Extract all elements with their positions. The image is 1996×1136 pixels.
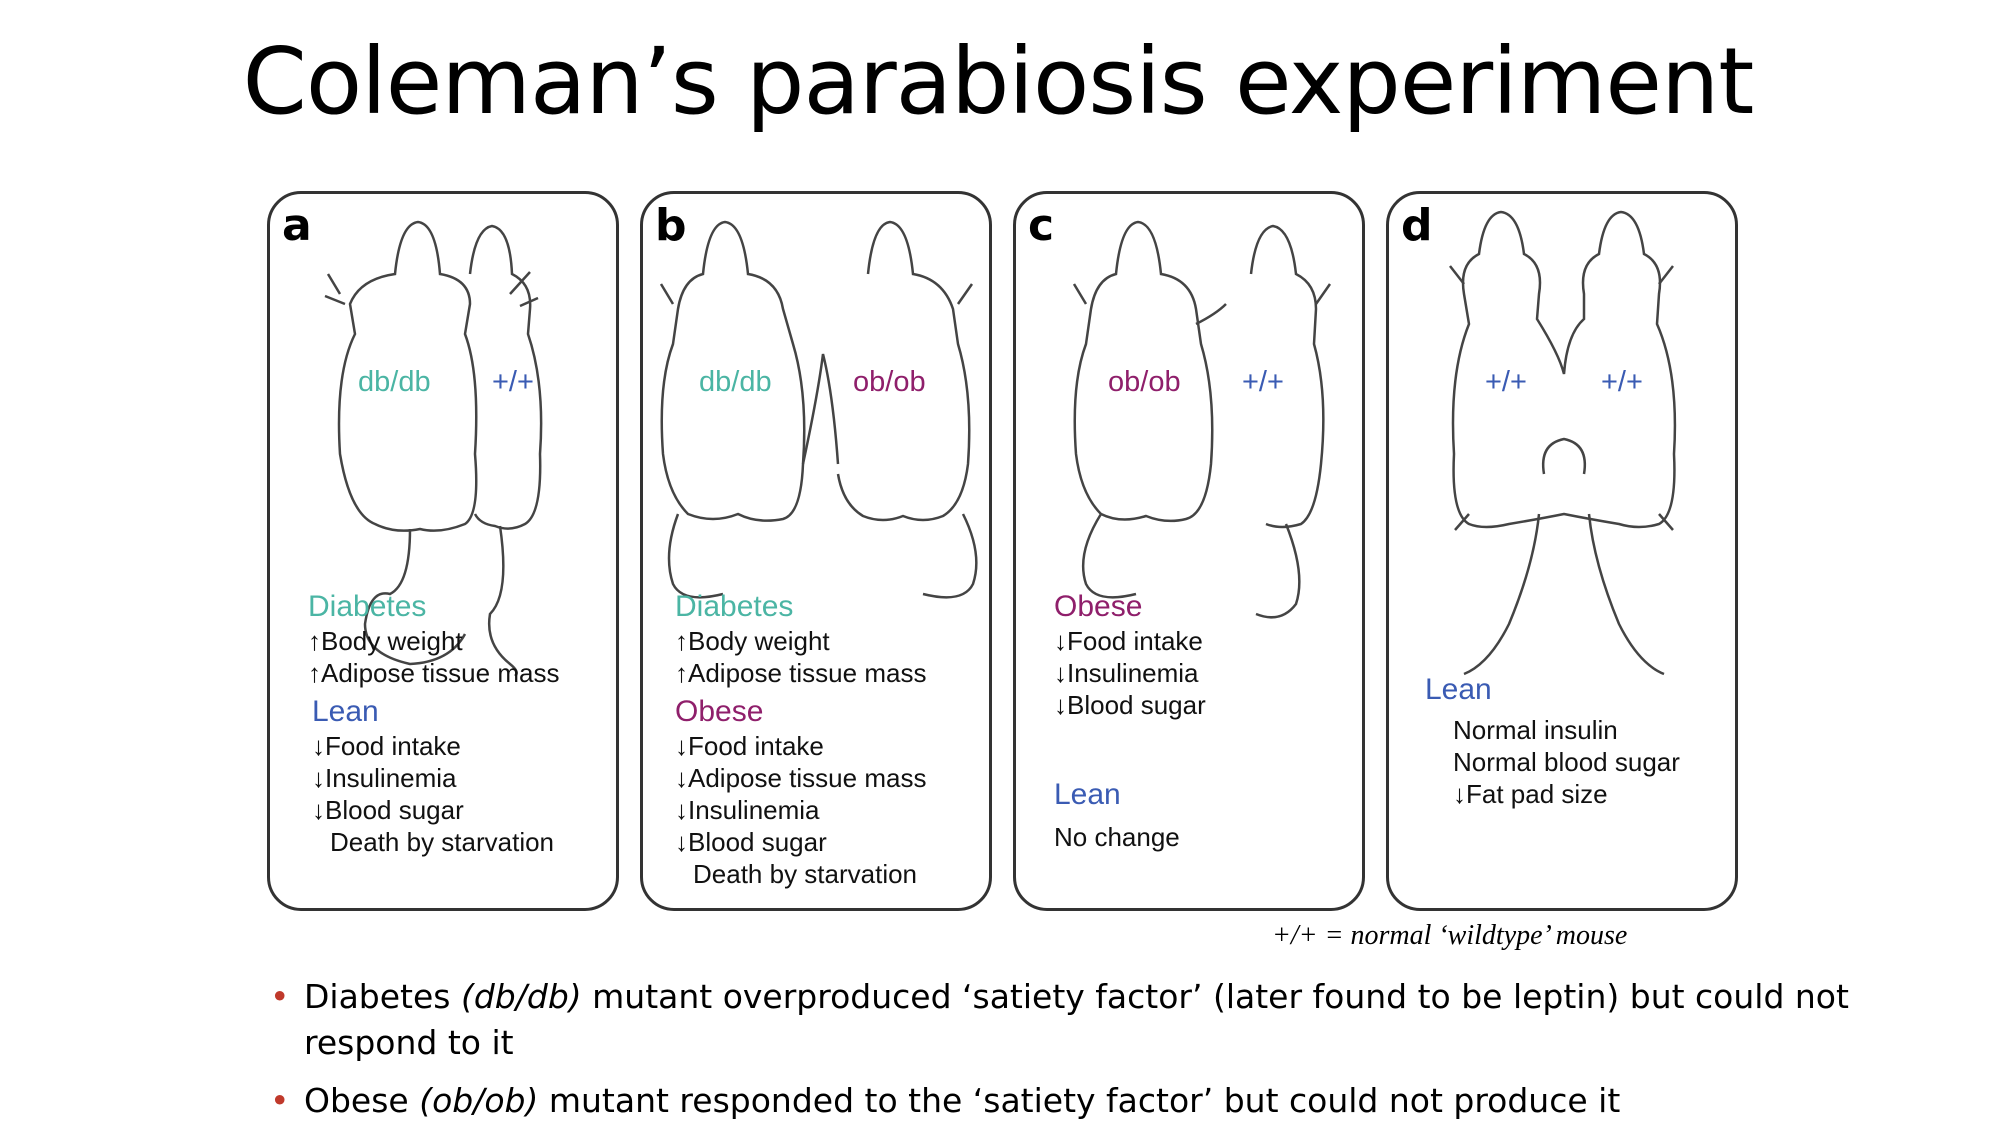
phenotype-line: Death by starvation xyxy=(312,826,554,858)
bullet-item: • Obese (ob/ob) mutant responded to the … xyxy=(270,1078,1970,1124)
phenotype-line: ↓Fat pad size xyxy=(1425,778,1680,810)
group-heading-lean: Lean xyxy=(1425,672,1680,708)
phenotype-line: ↑Body weight xyxy=(675,625,926,657)
phenotype-line: ↓Blood sugar xyxy=(675,826,926,858)
phenotype-line: Normal blood sugar xyxy=(1425,746,1680,778)
group-heading-obese: Obese xyxy=(1054,589,1206,625)
phenotype-line: ↑Adipose tissue mass xyxy=(675,657,926,689)
phenotype-line: No change xyxy=(1054,821,1180,853)
bullet-text: mutant responded to the ‘satiety factor’… xyxy=(538,1081,1620,1120)
phenotype-line: ↓Food intake xyxy=(1054,625,1206,657)
bullet-item: • Diabetes (db/db) mutant overproduced ‘… xyxy=(270,974,1970,1066)
panel-d: d +/+ +/+ Lean Normal insulin Normal blo… xyxy=(1386,191,1738,911)
panel-b: b db/db ob/ob Diabetes ↑Body weight ↑Adi… xyxy=(640,191,992,911)
phenotype-line: ↑Adipose tissue mass xyxy=(308,657,559,689)
bullet-genotype: (ob/ob) xyxy=(419,1081,538,1120)
phenotype-group: Lean ↓Food intake ↓Insulinemia ↓Blood su… xyxy=(312,694,554,858)
phenotype-line: Death by starvation xyxy=(675,858,926,890)
genotype-db-db: db/db xyxy=(358,366,431,399)
phenotype-line: ↓Blood sugar xyxy=(312,794,554,826)
slide-title: Coleman’s parabiosis experiment xyxy=(0,28,1996,135)
genotype-ob-ob: ob/ob xyxy=(1108,366,1181,399)
phenotype-line: ↓Blood sugar xyxy=(1054,689,1206,721)
genotype-db-db: db/db xyxy=(699,366,772,399)
phenotype-line: ↓Food intake xyxy=(675,730,926,762)
phenotype-group: Diabetes ↑Body weight ↑Adipose tissue ma… xyxy=(308,589,559,689)
phenotype-line: ↓Insulinemia xyxy=(675,794,926,826)
phenotype-line: ↓Food intake xyxy=(312,730,554,762)
bullet-text: Diabetes xyxy=(304,977,461,1016)
bullet-dot-icon: • xyxy=(270,1078,289,1124)
genotype-ob-ob: ob/ob xyxy=(853,366,926,399)
phenotype-group: Obese ↓Food intake ↓Insulinemia ↓Blood s… xyxy=(1054,589,1206,721)
phenotype-line: ↓Insulinemia xyxy=(312,762,554,794)
phenotype-line: ↑Body weight xyxy=(308,625,559,657)
wildtype-footnote: +/+ = normal ‘wildtype’ mouse xyxy=(1272,920,1627,952)
genotype-wildtype: +/+ xyxy=(1601,366,1643,399)
phenotype-group: Lean Normal insulin Normal blood sugar ↓… xyxy=(1425,672,1680,810)
phenotype-line: ↓Insulinemia xyxy=(1054,657,1206,689)
genotype-wildtype: +/+ xyxy=(1485,366,1527,399)
panel-c: c ob/ob +/+ Obese ↓Food intake ↓Insuline… xyxy=(1013,191,1365,911)
group-heading-diabetes: Diabetes xyxy=(308,589,559,625)
bullet-dot-icon: • xyxy=(270,974,289,1020)
bullet-genotype: (db/db) xyxy=(461,977,582,1016)
genotype-wildtype: +/+ xyxy=(492,366,534,399)
bullet-text: Obese xyxy=(304,1081,419,1120)
group-heading-lean: Lean xyxy=(1054,777,1180,813)
group-heading-lean: Lean xyxy=(312,694,554,730)
panel-a: a db/db +/+ Diabetes ↑Body weight ↑Adipo… xyxy=(267,191,619,911)
phenotype-group: Diabetes ↑Body weight ↑Adipose tissue ma… xyxy=(675,589,926,689)
phenotype-group: Lean No change xyxy=(1054,777,1180,853)
phenotype-line: ↓Adipose tissue mass xyxy=(675,762,926,794)
genotype-wildtype: +/+ xyxy=(1242,366,1284,399)
phenotype-line: Normal insulin xyxy=(1425,714,1680,746)
bullet-list: • Diabetes (db/db) mutant overproduced ‘… xyxy=(270,974,1970,1136)
group-heading-diabetes: Diabetes xyxy=(675,589,926,625)
phenotype-group: Obese ↓Food intake ↓Adipose tissue mass … xyxy=(675,694,926,890)
group-heading-obese: Obese xyxy=(675,694,926,730)
